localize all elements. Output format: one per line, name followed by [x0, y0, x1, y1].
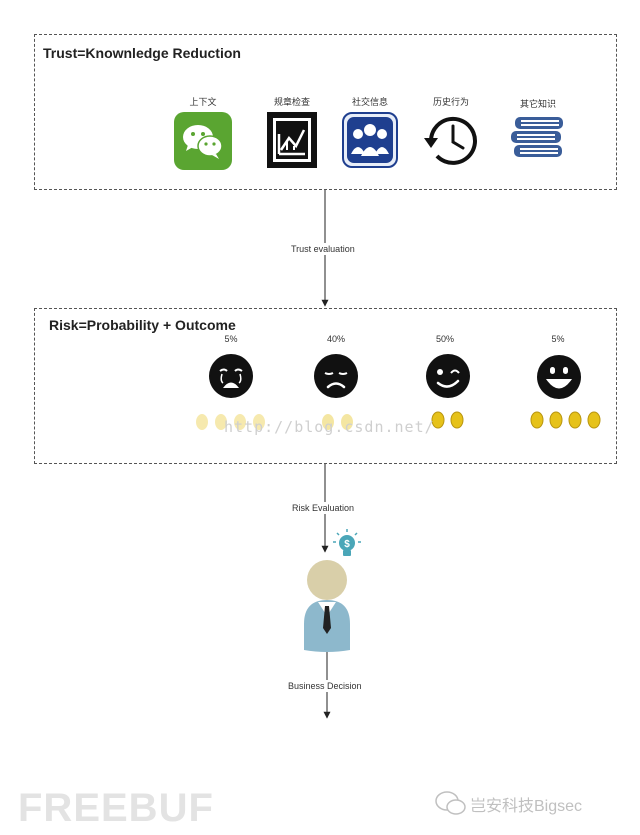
coin-icon [549, 411, 563, 429]
risk-box: Risk=Probability + Outcome [34, 308, 617, 464]
coin-icon [322, 414, 334, 430]
chart-icon [267, 112, 317, 168]
coin-icon [196, 414, 208, 430]
svg-text:$: $ [344, 539, 350, 550]
coin-icon [431, 411, 445, 429]
outcome-probability: 40% [326, 334, 345, 344]
source-label: 其它知识 [519, 99, 556, 109]
trust-title: Trust=Knownledge Reduction [43, 45, 241, 61]
bigsec-brand-text: 岂安科技Bigsec [470, 798, 583, 815]
history-clock-icon [424, 116, 477, 165]
coin-icon [568, 411, 582, 429]
edge-label-trust-evaluation: Trust evaluation [289, 243, 357, 255]
coin-icon [215, 414, 227, 430]
coin-icon [530, 411, 544, 429]
source-rules: 规章检查 [252, 95, 332, 168]
social-group-icon [342, 112, 398, 168]
watermark-text: http://blog.csdn.net/ [224, 418, 435, 436]
wechat-outline-icon [435, 791, 466, 815]
coins-outcome-3 [431, 411, 464, 429]
freebuf-logo-text: FREEBUF [18, 786, 214, 830]
source-label: 规章检查 [273, 97, 310, 107]
coins-outcome-1 [196, 414, 265, 430]
sad-face-icon [314, 354, 358, 398]
books-icon [511, 117, 563, 157]
crying-face-icon [209, 354, 253, 398]
source-history: 历史行为 [411, 95, 491, 170]
source-social: 社交信息 [330, 95, 410, 168]
coin-icon [341, 414, 353, 430]
grinning-face-icon [537, 355, 581, 399]
risk-title: Risk=Probability + Outcome [49, 317, 236, 333]
source-context: 上下文 [163, 95, 243, 170]
wechat-icon [174, 112, 232, 170]
source-label: 社交信息 [351, 97, 388, 107]
trust-box: Trust=Knownledge Reduction [34, 34, 617, 190]
outcome-probability: 5% [224, 334, 238, 344]
coin-icon [450, 411, 464, 429]
edge-label-risk-evaluation: Risk Evaluation [290, 502, 357, 514]
lightbulb-dollar-icon: $ [333, 529, 361, 556]
decision-maker-person-icon [304, 560, 350, 652]
source-label: 上下文 [189, 97, 217, 107]
outcome-probability: 50% [435, 334, 454, 344]
coins-outcome-4 [530, 411, 601, 429]
winking-face-icon [426, 354, 470, 398]
edge-label-business-decision: Business Decision [286, 680, 364, 692]
outcome-probability: 5% [551, 334, 565, 344]
source-other: 其它知识 [498, 97, 578, 160]
coin-icon [253, 414, 265, 430]
coin-icon [587, 411, 601, 429]
source-label: 历史行为 [432, 97, 469, 107]
coins-outcome-2 [322, 414, 353, 430]
coin-icon [234, 414, 246, 430]
